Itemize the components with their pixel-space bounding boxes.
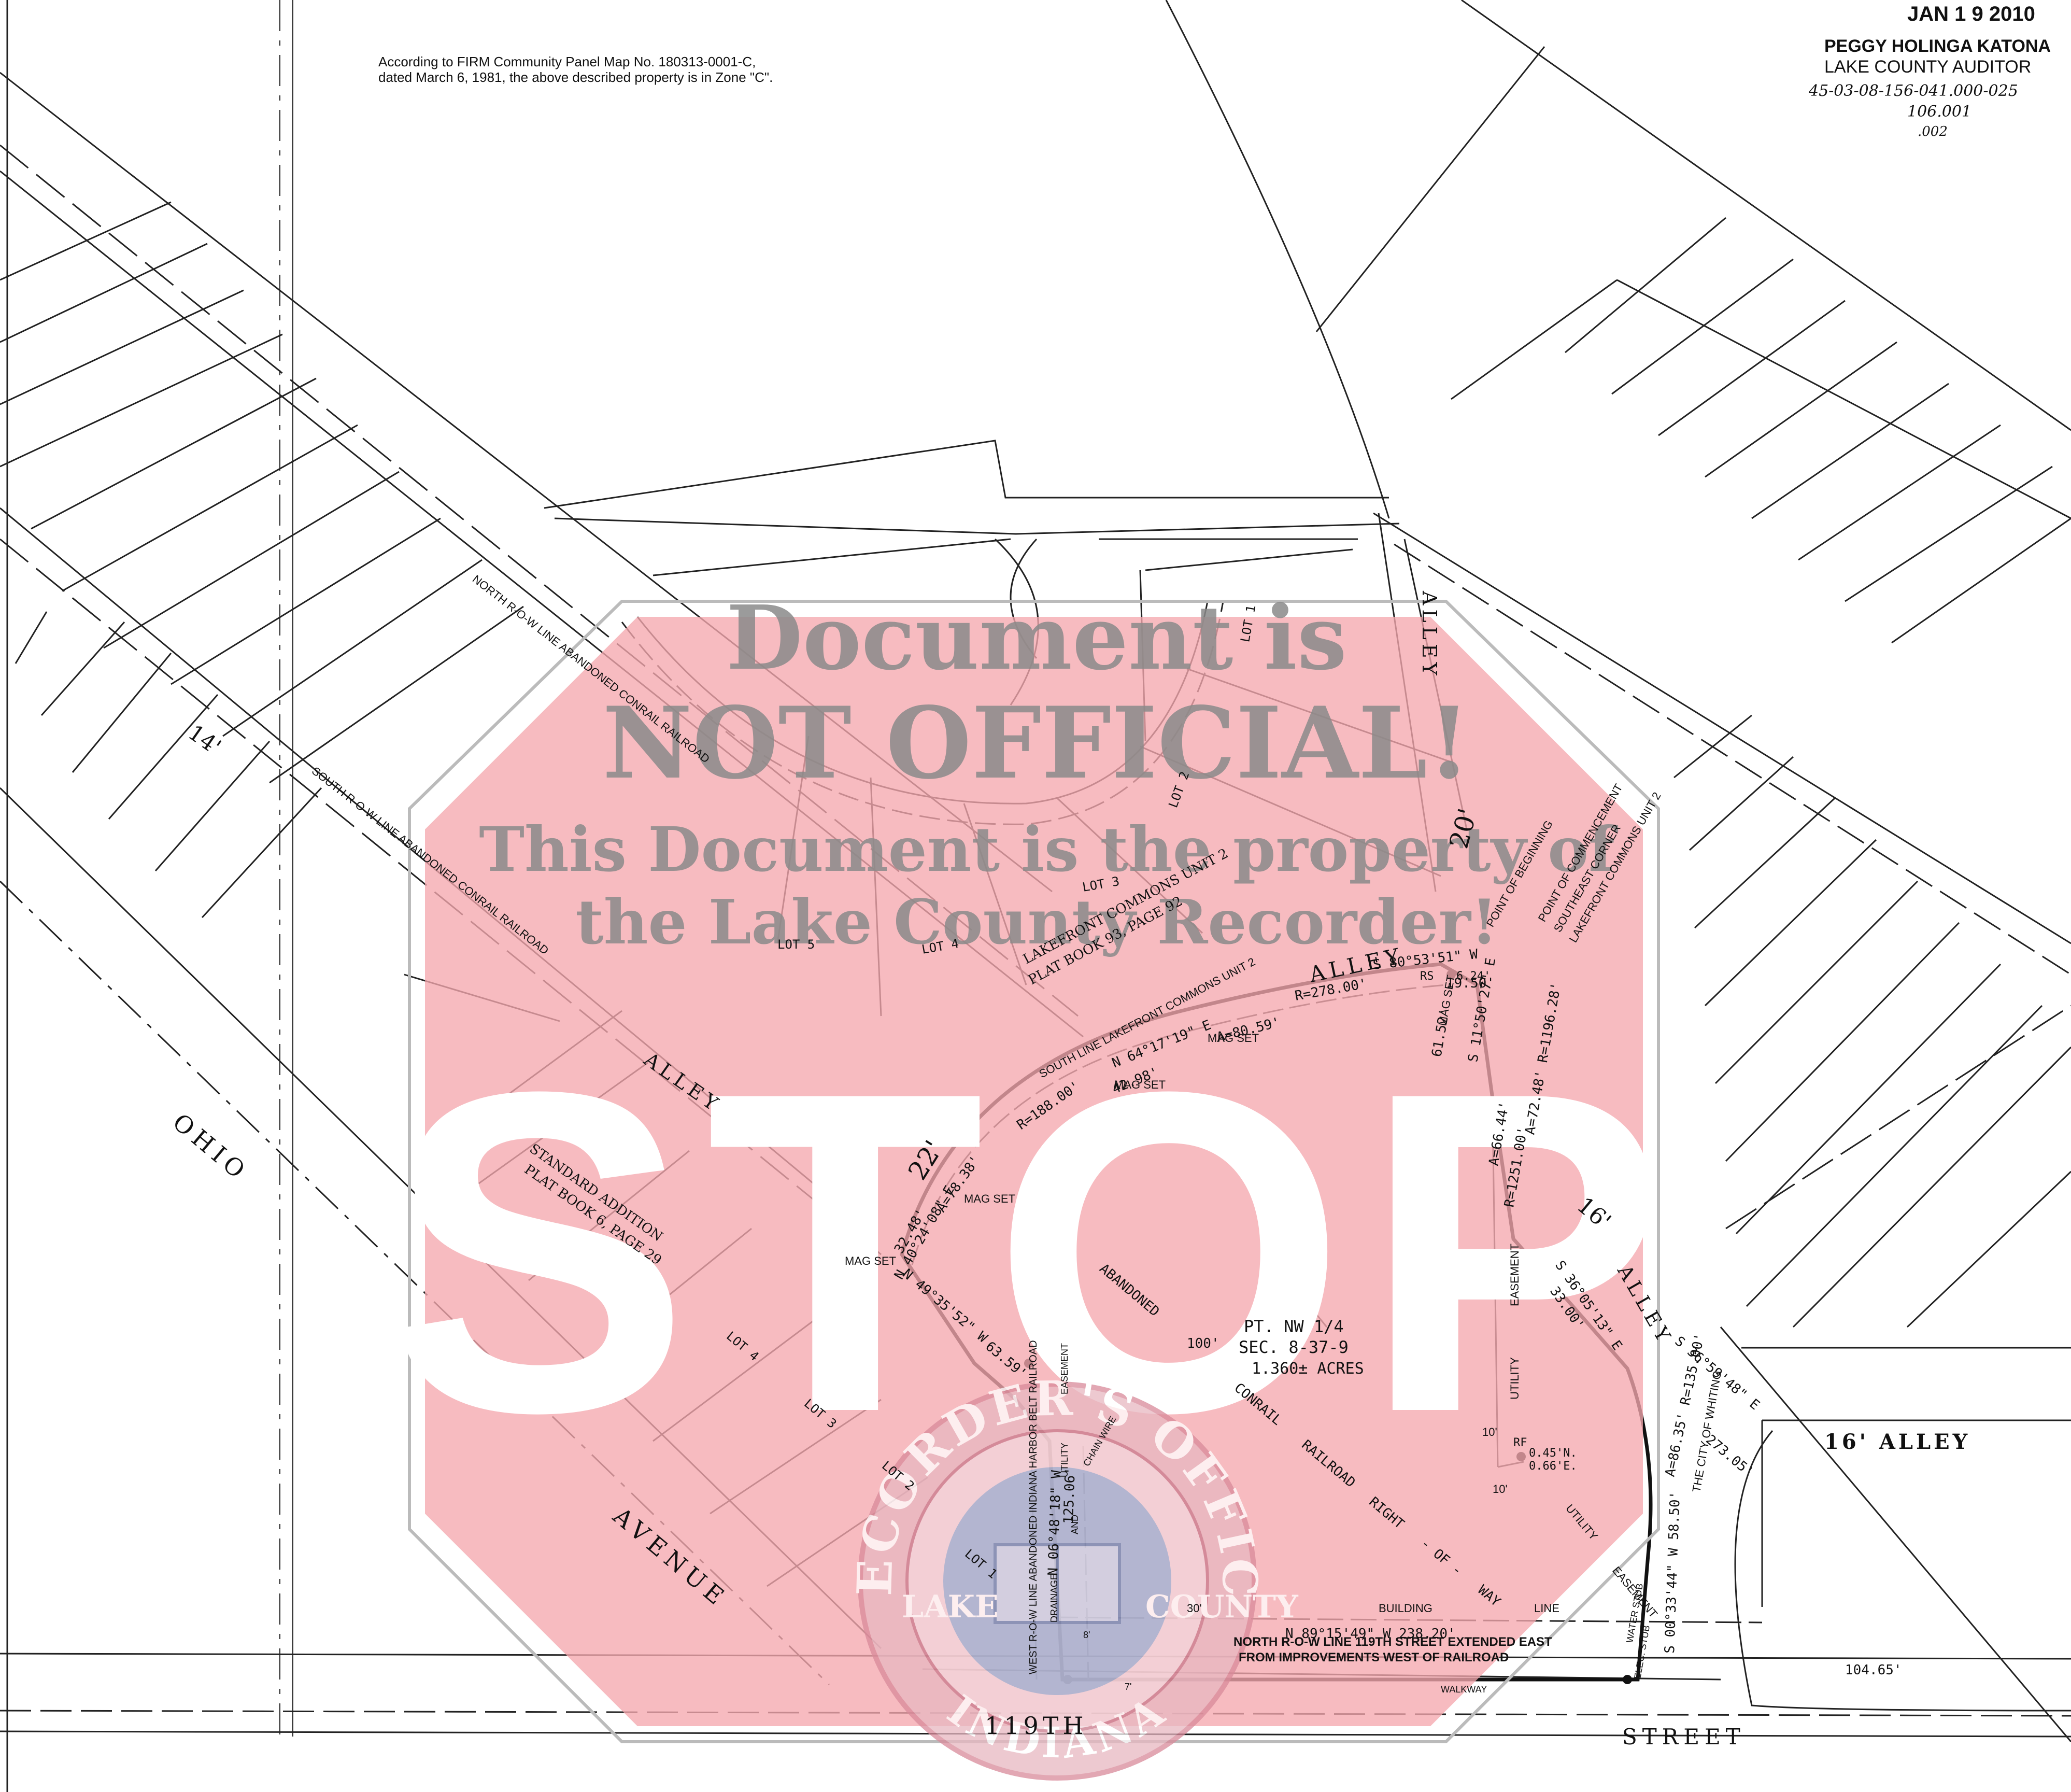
- parcel-sub-1: 106.001: [1907, 103, 1971, 121]
- label-west-row-iht: WEST R-O-W LINE ABANDONED INDIANA HARBOR…: [1028, 1340, 1039, 1674]
- bearing-b29: 0.45'N.: [1529, 1447, 1577, 1460]
- label-north-row-119-1: NORTH R-O-W LINE 119TH STREET EXTENDED E…: [1233, 1635, 1552, 1649]
- bearing-b25: 104.65': [1845, 1662, 1902, 1678]
- flood-note-line-2: dated March 6, 1981, the above described…: [378, 69, 773, 85]
- watermark-line-1: Document is: [726, 586, 1347, 690]
- label-119th: 119TH: [985, 1712, 1088, 1740]
- mag-set-1: MAG SET: [964, 1192, 1015, 1205]
- watermark-line-3: This Document is the property of: [479, 813, 1619, 885]
- bearing-b10: 19.50': [1446, 976, 1495, 991]
- label-10ft-2: 10': [1493, 1483, 1508, 1495]
- seal-left-text: LAKE: [902, 1589, 999, 1625]
- parcel-sub-2: .002: [1918, 124, 1948, 139]
- bearing-b32: RS: [1420, 970, 1434, 983]
- auditor-title: LAKE COUNTY AUDITOR: [1824, 57, 2031, 77]
- label-10ft-1: 10': [1482, 1426, 1497, 1438]
- label-building: BUILDING: [1379, 1602, 1432, 1615]
- stop-octagon: [425, 617, 1643, 1726]
- stop-watermark: STOP: [386, 600, 1666, 1743]
- label-alley-vertical: ALLEY: [1418, 590, 1441, 680]
- label-16-alley: 16' ALLEY: [1824, 1430, 1970, 1454]
- label-utility-3: UTILITY: [1059, 1443, 1070, 1477]
- label-line: LINE: [1534, 1602, 1559, 1615]
- label-width-100: 100': [1187, 1336, 1219, 1351]
- label-and: AND: [1070, 1515, 1080, 1534]
- flood-zone-note: According to FIRM Community Panel Map No…: [378, 54, 773, 85]
- auditor-name: PEGGY HOLINGA KATONA: [1824, 36, 2051, 56]
- bearing-b21: N 06°48'18" W: [1045, 1470, 1065, 1576]
- label-8ft: 8': [1083, 1630, 1090, 1640]
- label-easement-3: EASEMENT: [1059, 1343, 1070, 1394]
- bearing-b26: 6.24': [1456, 970, 1491, 983]
- parcel-number: 45-03-08-156-041.000-025: [1808, 82, 2018, 100]
- bearing-b31: RF: [1513, 1436, 1527, 1449]
- label-easement-1: EASEMENT: [1508, 1244, 1521, 1306]
- label-street: STREET: [1622, 1724, 1746, 1749]
- mag-set-2: MAG SET: [845, 1254, 896, 1267]
- lot-north-5: LOT 5: [777, 937, 815, 952]
- label-north-row-119-2: FROM IMPROVEMENTS WEST OF RAILROAD: [1239, 1650, 1509, 1664]
- label-ohio: OHIO: [167, 1108, 254, 1187]
- watermark-text: Document is NOT OFFICIAL! This Document …: [479, 586, 1619, 958]
- bearing-b1: N 89°15'49" W 238.20': [1285, 1626, 1456, 1642]
- label-30ft: 30': [1187, 1602, 1202, 1615]
- watermark-line-4: the Lake County Recorder!: [575, 886, 1498, 958]
- mag-set-4: MAG SET: [1114, 1078, 1166, 1091]
- seal-right-text: COUNTY: [1145, 1589, 1299, 1625]
- stop-outline: [408, 600, 1660, 1743]
- mag-set-3: MAG SET: [1208, 1032, 1259, 1045]
- bearing-b30: 0.66'E.: [1529, 1460, 1577, 1473]
- bearing-b22: 125.06': [1061, 1467, 1079, 1525]
- label-utility-1: UTILITY: [1508, 1357, 1521, 1400]
- label-acres: 1.360± ACRES: [1252, 1360, 1364, 1378]
- label-sec: SEC. 8-37-9: [1239, 1337, 1349, 1357]
- recorded-date: JAN 1 9 2010: [1907, 3, 2035, 25]
- label-drainage: DRAINAGE: [1049, 1574, 1059, 1622]
- recording-header: JAN 1 9 2010 PEGGY HOLINGA KATONA LAKE C…: [1808, 3, 2051, 139]
- bearing-b2: S 00°33'44" W 58.50': [1662, 1491, 1683, 1654]
- watermark-line-2: NOT OFFICIAL!: [602, 685, 1470, 801]
- label-walkway: WALKWAY: [1441, 1684, 1487, 1695]
- flood-note-line-1: According to FIRM Community Panel Map No…: [378, 54, 756, 69]
- label-pt-nw: PT. NW 1/4: [1244, 1317, 1344, 1336]
- label-7ft: 7': [1125, 1682, 1131, 1692]
